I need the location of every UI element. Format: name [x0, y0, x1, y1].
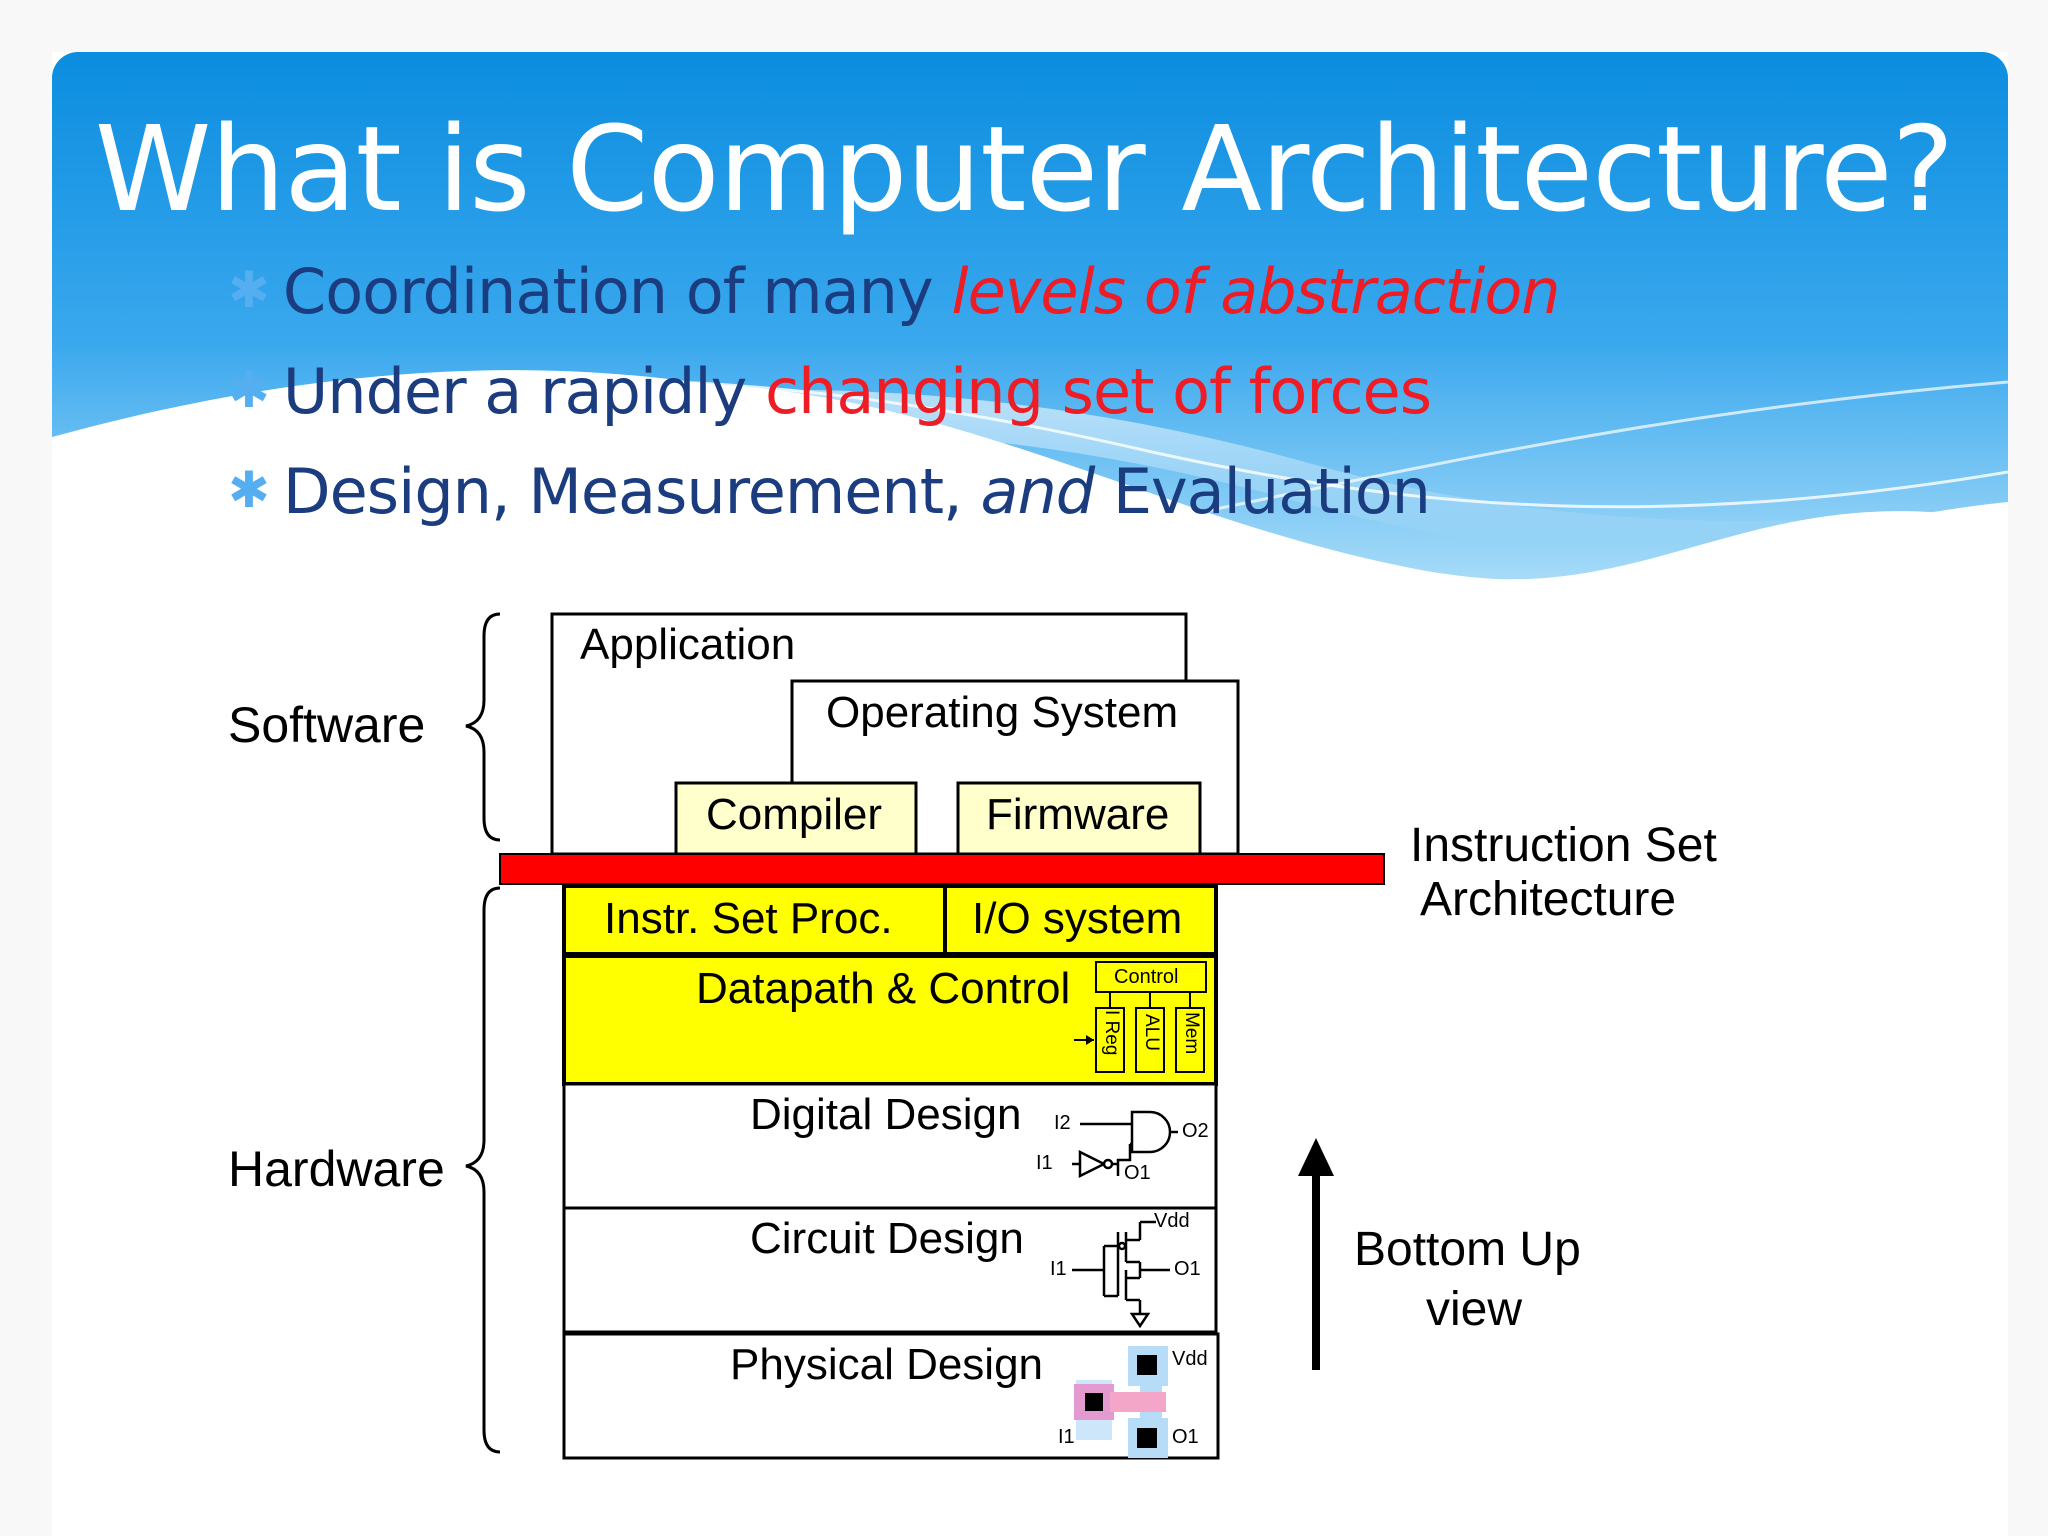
bottom-up-label-line1: Bottom Up	[1354, 1223, 1581, 1276]
physical-vdd-label: Vdd	[1172, 1348, 1208, 1370]
arrow-head-icon	[1298, 1138, 1334, 1176]
circuit-o1-label: O1	[1174, 1258, 1201, 1280]
firmware-box	[956, 781, 1202, 856]
bottom-up-label-line2: view	[1426, 1283, 1523, 1336]
bullet-3-italic: and	[980, 455, 1095, 528]
physical-i1-label: I1	[1058, 1426, 1075, 1448]
circuit-i1-label: I1	[1050, 1258, 1067, 1280]
alu-icon-label: ALU	[1141, 1014, 1162, 1051]
digital-i2-label: I2	[1054, 1112, 1071, 1134]
firmware-label: Firmware	[986, 790, 1170, 839]
bullet-2: ✱Under a rapidly changing set of forces	[228, 355, 1432, 428]
isa-label-line2: Architecture	[1420, 873, 1677, 926]
digital-i1-label: I1	[1036, 1152, 1053, 1174]
transistor-icon	[1072, 1220, 1170, 1329]
circuit-design-box	[562, 1206, 1218, 1334]
software-label: Software	[228, 697, 426, 753]
control-icon-label: Control	[1114, 966, 1179, 988]
bullet-3-before: Design, Measurement,	[282, 455, 981, 528]
bullet-1: ✱Coordination of many levels of abstract…	[228, 255, 1561, 328]
asterisk-bullet-icon: ✱	[228, 461, 270, 519]
digital-o2-label: O2	[1182, 1120, 1209, 1142]
bullet-2-text: Under a rapidly	[282, 355, 766, 428]
logic-gates-icon	[1072, 1110, 1178, 1179]
datapath-control-label: Datapath & Control	[696, 964, 1071, 1013]
ireg-icon-box	[1095, 1007, 1125, 1073]
circuit-design-label: Circuit Design	[750, 1214, 1024, 1263]
circuit-vdd-label: Vdd	[1154, 1210, 1190, 1232]
mem-icon-label: Mem	[1181, 1012, 1202, 1055]
software-brace	[465, 612, 501, 842]
compiler-label: Compiler	[706, 790, 883, 839]
physical-o1-label: O1	[1172, 1426, 1199, 1448]
layout-icon	[1074, 1346, 1168, 1458]
digital-design-label: Digital Design	[750, 1090, 1022, 1139]
compiler-box	[674, 781, 918, 856]
control-icon-box	[1095, 961, 1207, 993]
application-label: Application	[580, 620, 796, 669]
slide-title: What is Computer Architecture?	[94, 100, 1954, 238]
bullet-1-highlight: levels of abstraction	[951, 255, 1560, 328]
asterisk-bullet-icon: ✱	[228, 361, 270, 419]
io-system-box	[943, 884, 1218, 956]
bullet-3-after: Evaluation	[1094, 455, 1431, 528]
instr-set-proc-box	[562, 884, 947, 956]
isa-label-line1: Instruction Set	[1410, 819, 1717, 872]
physical-design-label: Physical Design	[730, 1340, 1044, 1389]
mem-icon-box	[1175, 1007, 1205, 1073]
digital-o1-label: O1	[1124, 1162, 1151, 1184]
header-banner	[52, 52, 2008, 612]
isa-bar	[499, 853, 1385, 885]
hardware-brace	[465, 886, 501, 1454]
io-system-label: I/O system	[972, 894, 1183, 943]
bullet-1-text: Coordination of many	[282, 255, 952, 328]
bullet-3: ✱Design, Measurement, and Evaluation	[228, 455, 1431, 528]
ireg-icon-label: I Reg	[1101, 1010, 1122, 1056]
operating-system-label: Operating System	[826, 688, 1179, 737]
input-arrow-icon	[1086, 1035, 1094, 1045]
hardware-label: Hardware	[228, 1141, 445, 1197]
digital-design-box	[562, 1082, 1218, 1210]
asterisk-bullet-icon: ✱	[228, 261, 270, 319]
instr-set-proc-label: Instr. Set Proc.	[604, 894, 893, 943]
bullet-2-highlight: changing set of forces	[765, 355, 1432, 428]
